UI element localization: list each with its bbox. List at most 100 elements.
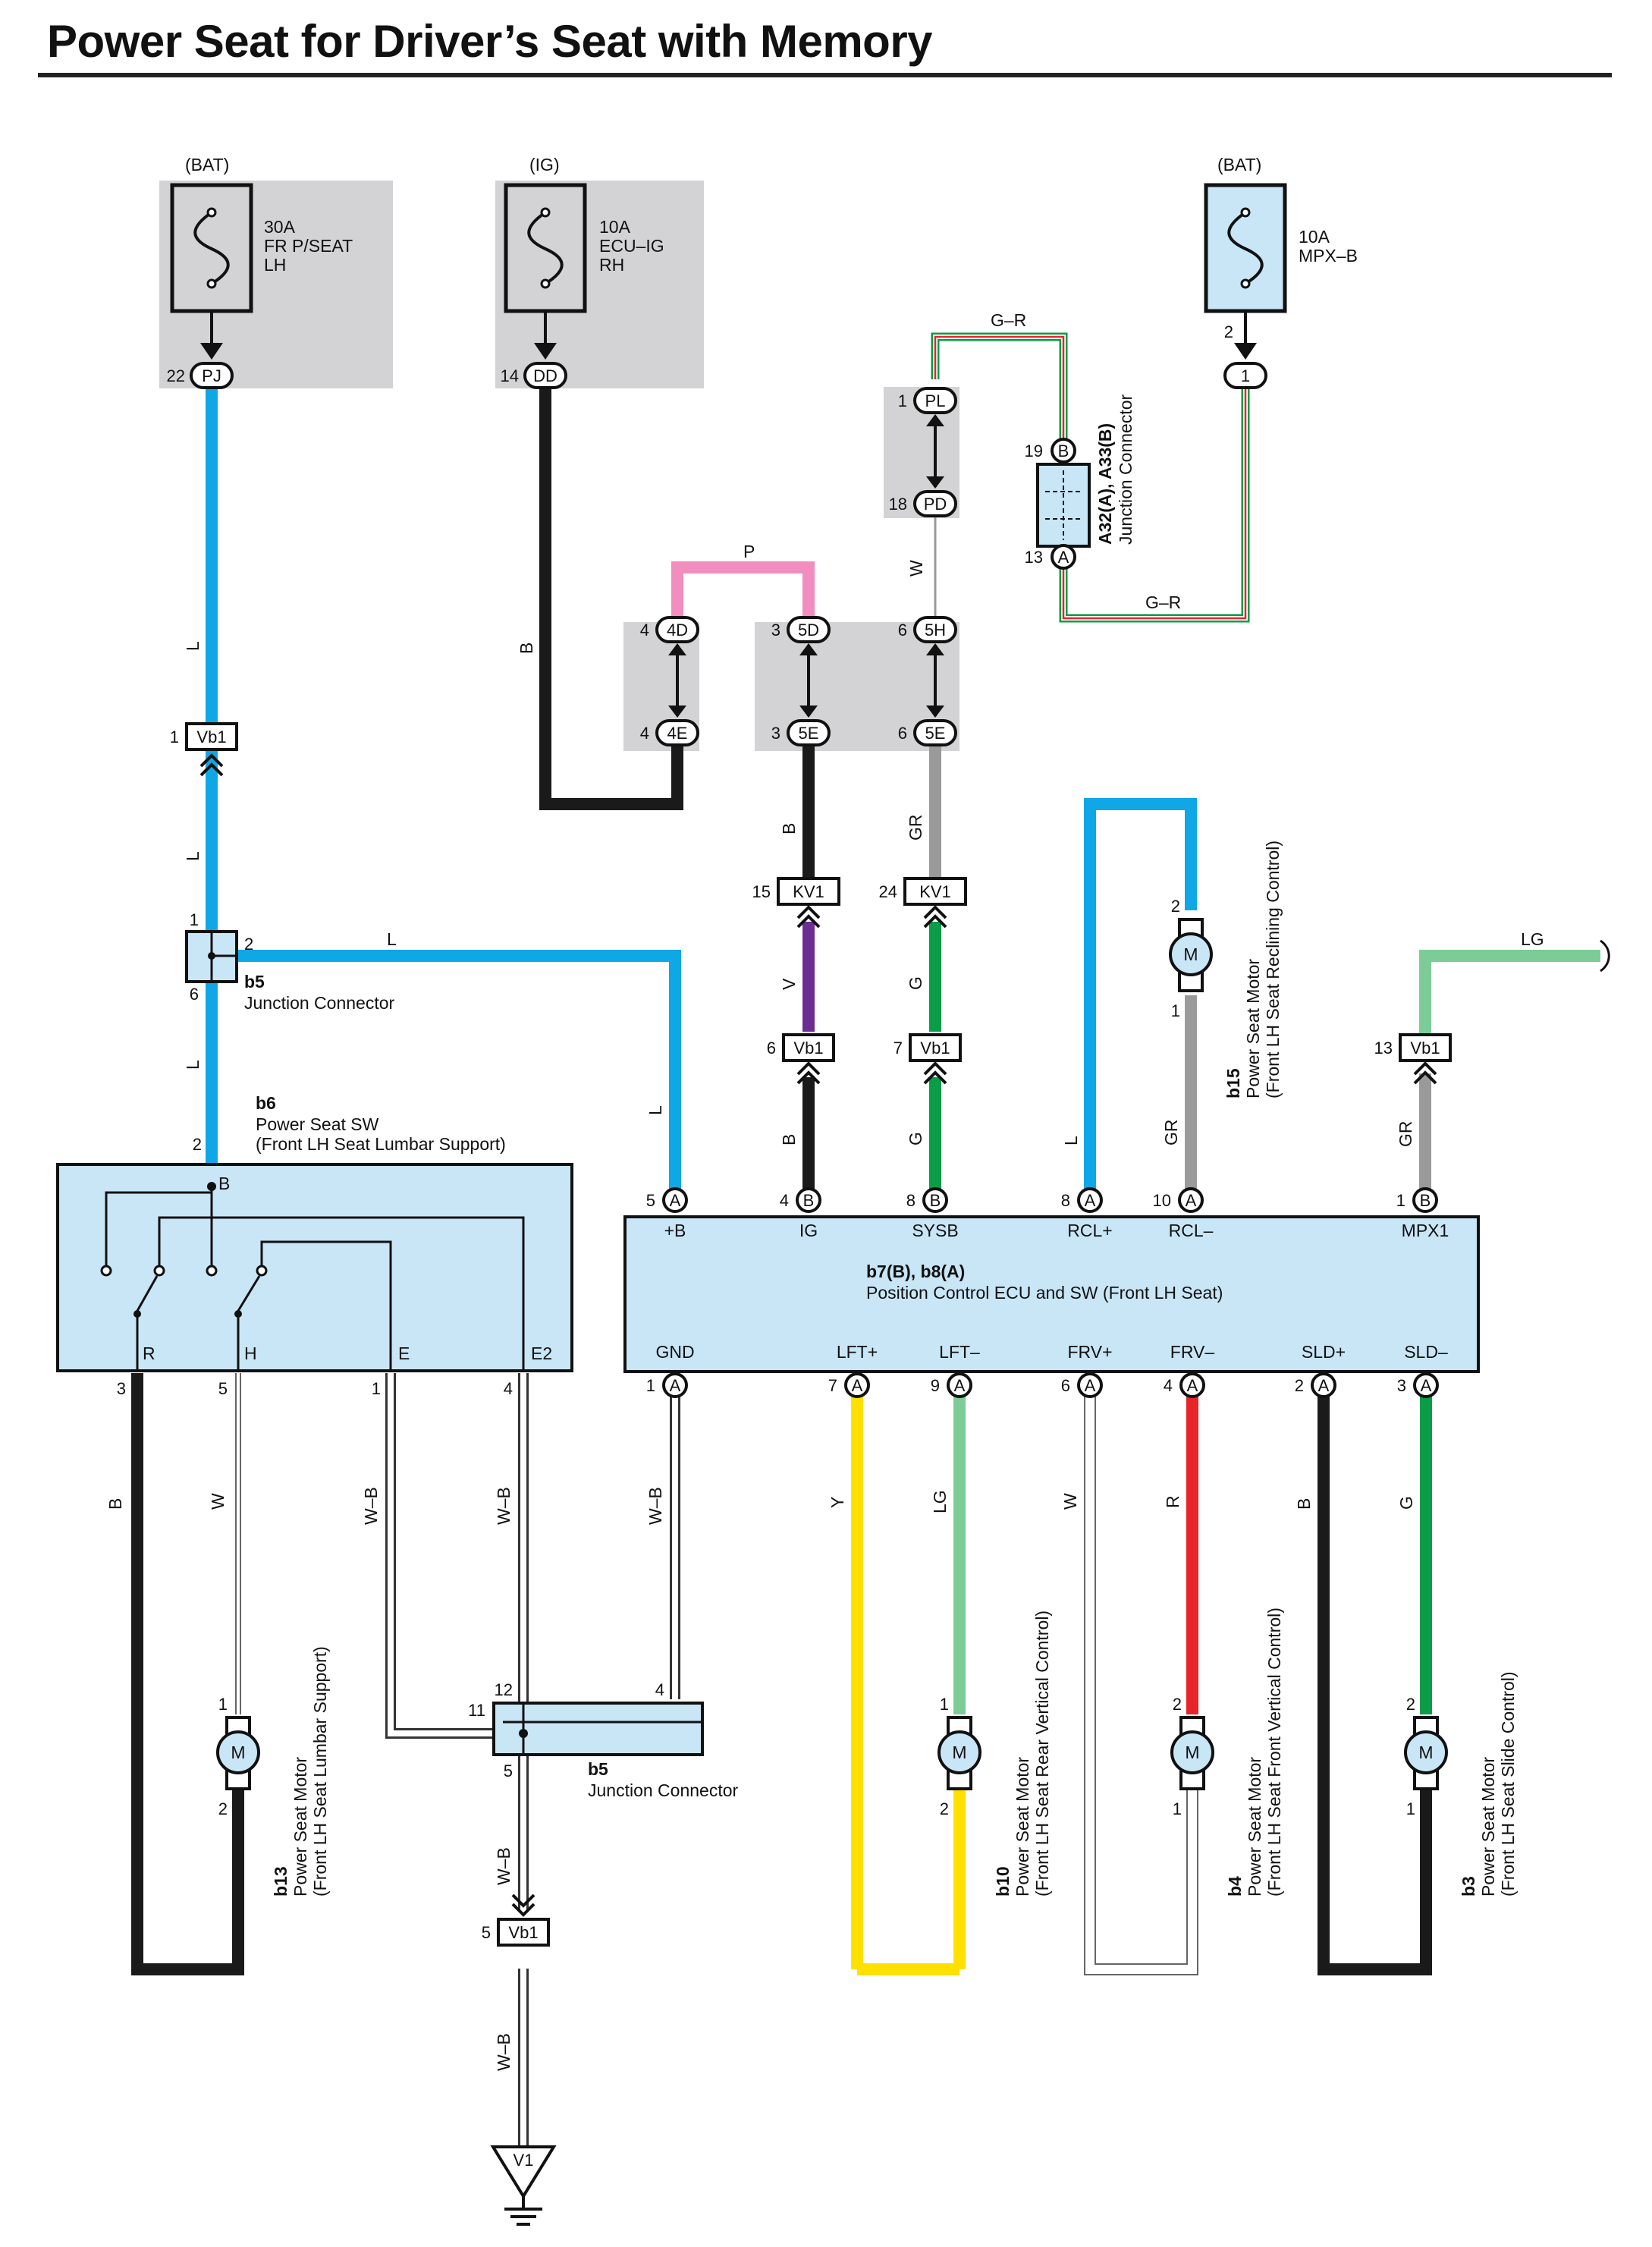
fuse-box-shade-1 <box>159 181 393 388</box>
pin-label: 13 <box>1374 1039 1393 1058</box>
b6-power-seat-sw: b6 Power Seat SW (Front LH Seat Lumbar S… <box>56 1093 573 1398</box>
pin-label: 2 <box>1173 1695 1182 1714</box>
motor-name: Power Seat Motor <box>1245 1757 1264 1897</box>
wire-label: V <box>779 978 799 990</box>
ecu-term: +B <box>664 1221 686 1240</box>
wire-label: L <box>183 1060 203 1070</box>
wire-label: L <box>645 1105 665 1115</box>
pin-label: 5 <box>482 1923 491 1942</box>
ecu-pin-ig: B 4 IG <box>780 1187 821 1240</box>
conn-label: KV1 <box>793 882 824 901</box>
page-title: Power Seat for Driver’s Seat with Memory <box>47 16 933 67</box>
ecu-term: SLD– <box>1404 1342 1448 1362</box>
b6-code: b6 <box>256 1093 276 1113</box>
pin-label: 1 <box>218 1695 228 1714</box>
conn-label: 5E <box>799 724 819 743</box>
wire-label: W–B <box>645 1487 665 1525</box>
wire-wb-e <box>385 1373 503 1739</box>
pin-label: 2 <box>244 935 253 954</box>
wire-label: W–B <box>361 1487 381 1525</box>
ecu-code: b7(B), b8(A) <box>866 1262 965 1281</box>
motor-name: Power Seat Motor <box>1013 1757 1032 1897</box>
fuse-name-line2: RH <box>599 255 624 275</box>
wire-label: B <box>105 1498 125 1510</box>
pin-label: 2 <box>940 1799 949 1818</box>
ecu-term: RCL+ <box>1067 1221 1112 1240</box>
ecu-pin-mpx1: B 1 MPX1 <box>1396 1187 1449 1240</box>
wire-label: B <box>779 1134 799 1145</box>
pin-label: 1 <box>1396 1191 1405 1210</box>
ecu-pin-sldplus: A 2 SLD+ <box>1295 1342 1346 1398</box>
wire-l-to-plusb <box>212 950 681 1197</box>
conn-label: Vb1 <box>920 1039 950 1058</box>
wire-label: L <box>183 851 203 861</box>
wire-label: G <box>1396 1496 1416 1510</box>
pin-letter: A <box>1187 1376 1198 1395</box>
b5-code: b5 <box>588 1759 608 1779</box>
ecu-term: LFT– <box>939 1342 980 1362</box>
b6-term-h: H <box>244 1343 257 1363</box>
conn-5e-b: 5E 6 <box>898 719 957 746</box>
motor-sub: (Front LH Seat Lumbar Support) <box>310 1646 330 1897</box>
ecu-term: SLD+ <box>1302 1342 1346 1362</box>
motor-code: b4 <box>1225 1876 1245 1897</box>
conn-label: 5H <box>925 621 946 640</box>
conn-label: V1 <box>514 2151 534 2170</box>
b5-desc: Junction Connector <box>588 1780 739 1800</box>
fuse-name-line2: LH <box>264 255 286 275</box>
pin-letter: A <box>852 1376 863 1395</box>
ecu-pin-frvminus: A 4 FRV– <box>1164 1342 1214 1398</box>
fuse-name-line1: FR P/SEAT <box>264 236 353 256</box>
b6-term-r: R <box>143 1343 155 1363</box>
conn-mpx: 1 2 <box>1223 322 1267 389</box>
pin-label: 1 <box>1171 1001 1180 1020</box>
junction-b5-bottom: 12 11 4 5 b5 Junction Connector <box>468 1680 738 1800</box>
pin-letter: A <box>1085 1376 1096 1395</box>
pin-label: 2 <box>1224 322 1233 341</box>
pin-label: 2 <box>193 1135 202 1154</box>
pin-letter: A <box>954 1376 966 1395</box>
pin-label: 9 <box>931 1376 940 1395</box>
fuse-amp: 10A <box>599 217 631 237</box>
pin-label: 1 <box>646 1376 655 1395</box>
fuse-mpx-b: (BAT) 10A MPX–B <box>1204 155 1358 313</box>
conn-label: Vb1 <box>508 1923 538 1942</box>
conn-vb1-13: Vb1 13 <box>1374 1033 1452 1085</box>
pin-label: 10 <box>1153 1191 1171 1210</box>
motor-b15: M 2 1 b15 Power Seat Motor (Front LH Sea… <box>1169 841 1283 1098</box>
pin-label: 3 <box>771 724 780 743</box>
fuse-name-line1: MPX–B <box>1299 246 1358 266</box>
conn-vb1-5: Vb1 5 <box>482 1893 550 1947</box>
pin-label: 8 <box>906 1191 916 1210</box>
pin-letter: A <box>1085 1191 1096 1210</box>
motor-sub: (Front LH Seat Front Vertical Control) <box>1264 1607 1284 1897</box>
conn-pl: PL 1 <box>898 387 957 414</box>
pin-letter: B <box>1058 442 1069 460</box>
conn-dd: DD 14 <box>501 362 567 389</box>
ecu-name: Position Control ECU and SW (Front LH Se… <box>866 1283 1223 1303</box>
pin-label: 15 <box>752 882 771 901</box>
b5-code: b5 <box>244 972 265 992</box>
pin-label: 7 <box>828 1376 837 1395</box>
pin-label: 2 <box>1171 897 1180 916</box>
conn-label: Vb1 <box>1410 1039 1440 1058</box>
pin-label: 8 <box>1061 1191 1070 1210</box>
ecu-pin-rclminus: A 10 RCL– <box>1153 1187 1214 1240</box>
conn-kv1-24: KV1 24 <box>879 877 967 929</box>
conn-5h: 5H 6 <box>898 616 957 643</box>
junction-b5-top: 1 2 6 b5 Junction Connector <box>185 910 395 1013</box>
conn-vb1-6: Vb1 6 <box>767 1033 835 1085</box>
conn-label: Vb1 <box>196 728 226 746</box>
pin-label: 18 <box>889 495 907 514</box>
pin-label: 4 <box>780 1191 789 1210</box>
pin-letter: A <box>1186 1191 1197 1210</box>
motor-code: b10 <box>993 1866 1013 1897</box>
conn-4e: 4E 4 <box>640 719 699 746</box>
motor-symbol: M <box>1185 1743 1199 1762</box>
motor-symbol: M <box>952 1743 966 1762</box>
wire-b-sld <box>1318 1396 1432 1975</box>
wire-label: L <box>1061 1136 1081 1145</box>
wire-label: B <box>1294 1498 1314 1510</box>
ecu-pin-sldminus: A 3 SLD– <box>1397 1342 1448 1398</box>
